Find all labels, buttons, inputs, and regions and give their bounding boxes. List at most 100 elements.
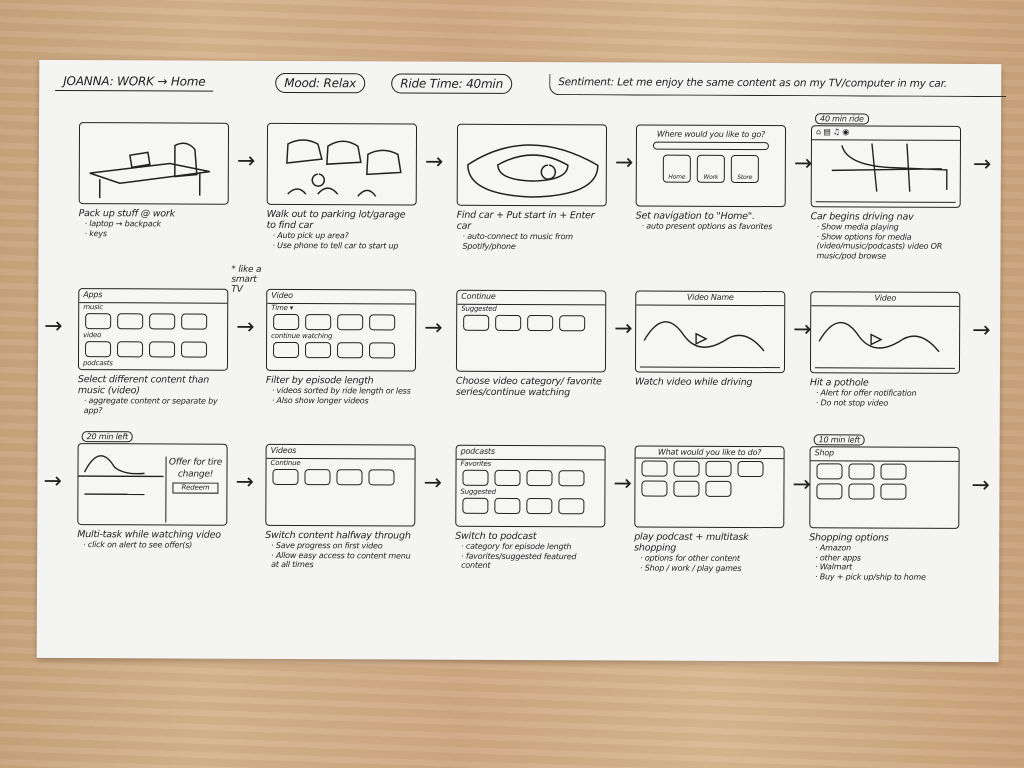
flow-arrow: → [971, 472, 990, 499]
flow-arrow: → [235, 469, 254, 495]
content-tile [337, 342, 364, 359]
storyboard-panel: Walk out to parking lot/garage to find c… [266, 122, 418, 251]
content-tile [848, 483, 875, 500]
sketch-frame: What would you like to do? [634, 445, 785, 529]
caption-title: Pack up stuff @ work [78, 208, 175, 220]
sketch-frame: Offer for tire change! Redeem [77, 443, 228, 526]
content-tile [816, 463, 843, 480]
caption-title: Set navigation to "Home". [635, 210, 755, 223]
content-tile [369, 342, 396, 359]
flow-arrow: → [236, 314, 255, 340]
screen-title: Continue [457, 290, 606, 306]
flow-arrow: → [424, 315, 443, 341]
parking-lot-drawing [286, 139, 402, 197]
caption-title: Walk out to parking lot/garage to find c… [266, 208, 406, 232]
caption-title: Hit a pothole [809, 377, 869, 389]
content-tile [273, 341, 300, 359]
content-tile [85, 313, 112, 330]
content-tile [848, 463, 875, 480]
tile-row [456, 496, 604, 517]
content-tile [526, 470, 553, 487]
time-left-tag: 10 min left [813, 434, 865, 446]
content-tile [181, 313, 208, 330]
video-title: Video [811, 292, 960, 307]
time-left-tag: 20 min left [81, 431, 133, 443]
tile-row [457, 313, 605, 334]
tile-row [635, 479, 783, 500]
panel-caption: play podcast + multitask shopping· optio… [634, 532, 784, 574]
content-tile [149, 313, 176, 330]
content-tile [117, 341, 144, 358]
sketch-frame [266, 122, 418, 206]
content-tile [526, 498, 553, 515]
content-tile [559, 315, 586, 332]
media-progress-bar [815, 201, 956, 203]
flow-arrow: → [614, 150, 634, 176]
panel-caption: Watch video while driving [635, 377, 785, 389]
content-tile [880, 463, 907, 480]
destination-search-bar [652, 141, 769, 151]
desk-laptop-drawing [89, 142, 210, 199]
flow-arrow: → [793, 317, 812, 343]
content-tile [462, 469, 489, 486]
panel-caption: Find car + Put start in + Enter car· aut… [456, 210, 606, 252]
panel-caption: Walk out to parking lot/garage to find c… [266, 209, 416, 251]
video-scrubber [814, 367, 955, 369]
offer-text: Offer for tire change! [168, 457, 223, 480]
caption-title: play podcast + multitask shopping [634, 531, 749, 554]
redeem-button[interactable]: Redeem [172, 482, 219, 494]
favorite-destination: Work [696, 154, 725, 183]
flow-arrow: → [43, 468, 62, 495]
content-tile [495, 314, 522, 332]
sketch-frame [78, 122, 230, 205]
sketch-frame [456, 123, 608, 207]
video-title: Video Name [636, 291, 785, 307]
content-tile [673, 460, 700, 477]
caption-title: Watch video while driving [634, 376, 753, 389]
content-tile [84, 369, 111, 371]
screen-title: Video [267, 289, 416, 305]
flow-arrow: → [793, 151, 813, 177]
caption-bullet: · Use phone to tell car to start up [272, 240, 399, 250]
storyboard-panel: Pack up stuff @ work· laptop → backpack·… [79, 122, 230, 239]
video-scrubber [639, 366, 780, 369]
content-tile [462, 497, 489, 514]
flow-arrow: → [236, 148, 256, 174]
video-frame [818, 321, 940, 353]
flow-arrow: → [44, 313, 63, 340]
panel-caption: Filter by episode length· videos sorted … [266, 375, 416, 406]
flow-arrow: → [614, 316, 633, 342]
caption-title: Shopping options [809, 532, 889, 544]
caption-bullet: · Buy + pick up/ship to home [815, 571, 926, 582]
flow-arrow: → [972, 151, 992, 178]
panel-caption: Set navigation to "Home".· auto present … [636, 211, 786, 232]
panel-caption: Select different content than music (vid… [78, 374, 228, 416]
tile-row [456, 468, 604, 489]
panel-caption: Shopping options· Amazon· other apps· Wa… [809, 532, 959, 582]
caption-bullet: · videos sorted by ride length or less [271, 385, 411, 396]
caption-bullet: · options for other content [640, 553, 740, 563]
map-toolbar: ⌂ ▤ ♫ ◉ [811, 126, 961, 141]
panel-caption: Switch to podcast· category for episode … [455, 531, 605, 571]
content-tile [305, 342, 332, 359]
content-tile [369, 314, 396, 331]
caption-title: Find car + Put start in + Enter car [456, 209, 595, 232]
flow-arrow: → [424, 149, 444, 175]
caption-title: Multi-task while watching video [77, 529, 221, 541]
caption-bullet: · Amazon [815, 543, 852, 553]
content-tile [494, 497, 521, 515]
storyboard-sheet: JOANNA: WORK → Home Mood: Relax Ride Tim… [36, 59, 1007, 663]
content-tile [305, 314, 332, 331]
tile-row [79, 367, 227, 371]
caption-bullet: · laptop → backpack [84, 219, 162, 229]
content-tile [641, 480, 668, 497]
